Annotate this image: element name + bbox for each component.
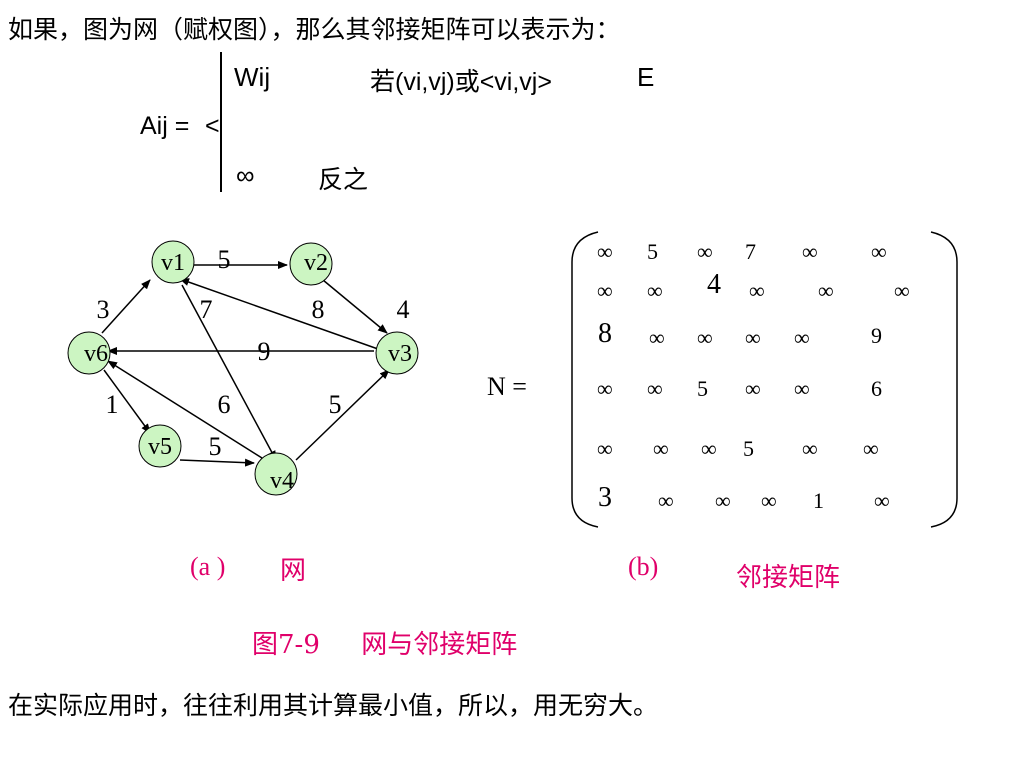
- edge-v3-v1: [179, 278, 379, 350]
- weight-v3-v6: 9: [258, 337, 271, 366]
- case1-condition: 若(vi,vj)或<vi,vj>: [370, 68, 552, 96]
- svg-text:v5: v5: [148, 434, 172, 460]
- matrix-cell: 5: [743, 436, 754, 461]
- weight-v6-v1: 3: [97, 295, 110, 324]
- matrix-cell: ∞: [715, 488, 731, 513]
- node-v3: v3: [375, 331, 419, 375]
- caption-a-label: (a ): [190, 552, 226, 581]
- weight-v1-v4: 7: [200, 295, 213, 324]
- footer-text: 在实际应用时，往往利用其计算最小值，所以，用无穷大。: [8, 691, 659, 720]
- edge-v4-v3: [295, 369, 390, 461]
- matrix-cell: ∞: [874, 488, 890, 513]
- matrix-cell: 5: [647, 239, 658, 264]
- weighted-graph: v1 v2 v3 v4 v5 v6 5 7 4 8 9 5 6 5 3 1: [67, 240, 419, 496]
- caption-a-text: 网: [280, 556, 307, 586]
- case2-value: ∞: [236, 160, 255, 190]
- matrix-cell: ∞: [697, 325, 713, 350]
- matrix-cell: ∞: [697, 239, 713, 264]
- formula-brace: <: [205, 112, 220, 140]
- svg-text:v2: v2: [304, 250, 328, 276]
- matrix-cell: ∞: [647, 376, 663, 401]
- node-v6: v6: [67, 331, 111, 375]
- case1-value: Wij: [234, 62, 271, 92]
- figure-caption: 图7-9 网与邻接矩阵: [252, 630, 518, 660]
- matrix-cell: ∞: [647, 278, 663, 303]
- matrix-cell: 1: [813, 488, 824, 513]
- intro-text: 如果，图为网（赋权图），那么其邻接矩阵可以表示为：: [8, 15, 621, 44]
- svg-text:v1: v1: [161, 250, 185, 276]
- weight-v3-v1: 8: [312, 295, 325, 324]
- matrix-cell: ∞: [597, 436, 613, 461]
- matrix-cell: 3: [598, 482, 612, 513]
- matrix-cell: 8: [598, 318, 612, 349]
- weight-v2-v3: 4: [397, 295, 410, 324]
- weight-v5-v4: 5: [209, 432, 222, 461]
- matrix-cell: ∞: [745, 325, 761, 350]
- matrix-cell: ∞: [894, 278, 910, 303]
- edge-v6-v1: [101, 279, 151, 334]
- matrix-cell: ∞: [597, 278, 613, 303]
- matrix-cell: ∞: [658, 488, 674, 513]
- caption-b-text: 邻接矩阵: [736, 563, 841, 593]
- matrix-cell: 9: [871, 323, 882, 348]
- svg-text:v6: v6: [84, 341, 108, 367]
- matrix-cell: ∞: [794, 325, 810, 350]
- weight-v4-v6: 6: [218, 390, 231, 419]
- matrix-cell: ∞: [649, 325, 665, 350]
- caption-b-label: (b): [628, 552, 659, 581]
- matrix-cell: 7: [745, 239, 756, 264]
- matrix-cell: ∞: [802, 239, 818, 264]
- weight-v1-v2: 5: [218, 245, 231, 274]
- edge-v4-v6: [107, 360, 263, 459]
- matrix-cell: ∞: [871, 239, 887, 264]
- matrix-cell: 5: [697, 376, 708, 401]
- weight-v6-v5: 1: [106, 390, 119, 419]
- matrix-cell: ∞: [818, 278, 834, 303]
- edge-v6-v5: [103, 369, 151, 434]
- matrix-cell: ∞: [794, 376, 810, 401]
- matrix-cell: ∞: [749, 278, 765, 303]
- edge-v1-v4: [181, 284, 277, 461]
- case2-condition: 反之: [318, 165, 369, 194]
- edge-v2-v3: [322, 279, 388, 334]
- formula-lhs: Aij =: [140, 112, 190, 140]
- case1-set: E: [637, 62, 655, 92]
- matrix-cell: ∞: [761, 488, 777, 513]
- svg-text:v3: v3: [388, 341, 412, 367]
- matrix-cell: ∞: [653, 436, 669, 461]
- matrix-cell: 4: [707, 269, 721, 300]
- node-v4: v4: [254, 452, 298, 496]
- matrix-cell: ∞: [597, 376, 613, 401]
- node-v1: v1: [151, 240, 195, 284]
- matrix-cell: ∞: [863, 436, 879, 461]
- node-v5: v5: [138, 424, 182, 468]
- matrix-cell: 6: [871, 376, 882, 401]
- edge-v5-v4: [179, 458, 255, 467]
- matrix-cell: ∞: [802, 436, 818, 461]
- weight-v4-v3: 5: [329, 390, 342, 419]
- matrix-cell: ∞: [701, 436, 717, 461]
- matrix-cell: ∞: [597, 239, 613, 264]
- formula-brace-line: [220, 52, 222, 192]
- matrix-cell: ∞: [745, 376, 761, 401]
- node-v2: v2: [289, 242, 333, 286]
- svg-text:v4: v4: [270, 468, 294, 494]
- matrix-label: N =: [487, 372, 527, 401]
